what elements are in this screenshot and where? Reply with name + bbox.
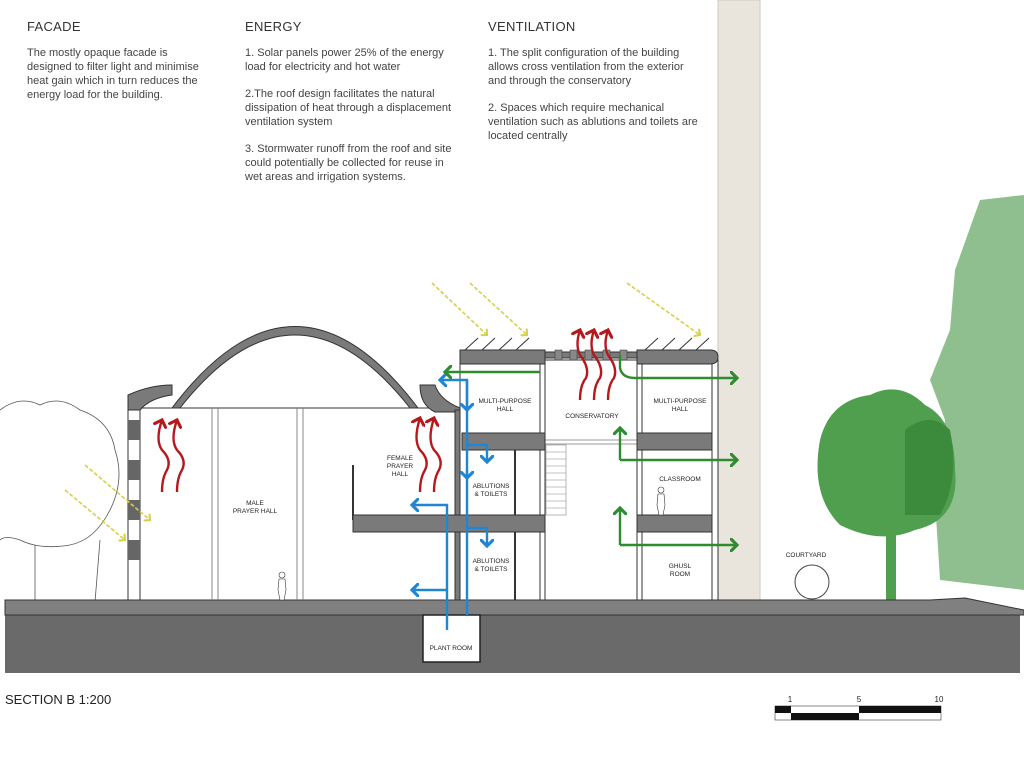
energy-item: 2.The roof design facilitates the natura… — [245, 88, 452, 128]
cross-ventilation-arrows — [445, 355, 737, 545]
ground-slab — [4, 597, 1024, 616]
facade-screen — [127, 407, 141, 601]
label-ablutions-upper: ABLUTIONS — [473, 483, 511, 490]
label-male-prayer-hall: MALE — [246, 500, 264, 507]
label-ablutions-lower-2: & TOILETS — [475, 566, 509, 573]
solar-panels — [464, 337, 710, 351]
label-multipurpose-left: MULTI-PURPOSE — [479, 398, 533, 405]
label-male-prayer-hall-2: PRAYER HALL — [233, 508, 278, 515]
courtyard-shrub — [794, 564, 830, 600]
section-title: SECTION B 1:200 — [5, 692, 112, 707]
earth — [5, 615, 1020, 673]
label-conservatory: CONSERVATORY — [565, 413, 619, 420]
mechanical-ventilation-ducts — [412, 380, 487, 630]
label-multipurpose-left-2: HALL — [497, 406, 514, 413]
ventilation-item: 1. The split configuration of the buildi… — [488, 47, 684, 87]
tree-left-outline — [0, 400, 120, 603]
label-ablutions-lower: ABLUTIONS — [473, 558, 511, 565]
facade-text: The mostly opaque facade is designed to … — [27, 47, 199, 101]
heat-arrows — [159, 330, 617, 493]
scale-tick-10: 10 — [935, 695, 944, 704]
label-courtyard: COURTYARD — [786, 552, 827, 559]
scale-tick-1: 1 — [788, 695, 793, 704]
label-female-prayer-hall: FEMALE — [387, 455, 414, 462]
tree-right-large — [817, 195, 1024, 602]
plant-room — [422, 614, 481, 663]
facade-heading: FACADE — [27, 19, 81, 34]
roof-corner-left — [127, 384, 173, 411]
stair — [545, 444, 567, 516]
sun-arrows — [64, 282, 700, 540]
energy-heading: ENERGY — [245, 19, 302, 34]
ventilation-heading: VENTILATION — [488, 19, 576, 34]
facade-column: FACADE The mostly opaque facade is desig… — [27, 20, 212, 115]
label-female-prayer-hall-3: HALL — [392, 471, 409, 478]
scale-bar: 1 5 10 — [774, 695, 944, 721]
label-female-prayer-hall-2: PRAYER — [387, 463, 414, 470]
label-multipurpose-right: MULTI-PURPOSE — [654, 398, 708, 405]
ventilation-item: 2. Spaces which require mechanical venti… — [488, 102, 698, 142]
dome — [170, 326, 420, 409]
ventilation-column: VENTILATION 1. The split configuration o… — [488, 20, 703, 156]
label-ghusl-room: GHUSL — [669, 563, 692, 570]
tower — [717, 0, 761, 603]
energy-column: ENERGY 1. Solar panels power 25% of the … — [245, 20, 455, 197]
label-multipurpose-right-2: HALL — [672, 406, 689, 413]
person-icon — [277, 486, 666, 601]
prayer-hall-volume — [127, 407, 461, 601]
label-ablutions-upper-2: & TOILETS — [475, 491, 509, 498]
energy-item: 1. Solar panels power 25% of the energy … — [245, 47, 444, 73]
energy-item: 3. Stormwater runoff from the roof and s… — [245, 143, 452, 183]
label-ghusl-room-2: ROOM — [670, 571, 690, 578]
label-plant-room: PLANT ROOM — [430, 645, 473, 652]
label-classroom: CLASSROOM — [659, 476, 701, 483]
scale-tick-5: 5 — [857, 695, 862, 704]
